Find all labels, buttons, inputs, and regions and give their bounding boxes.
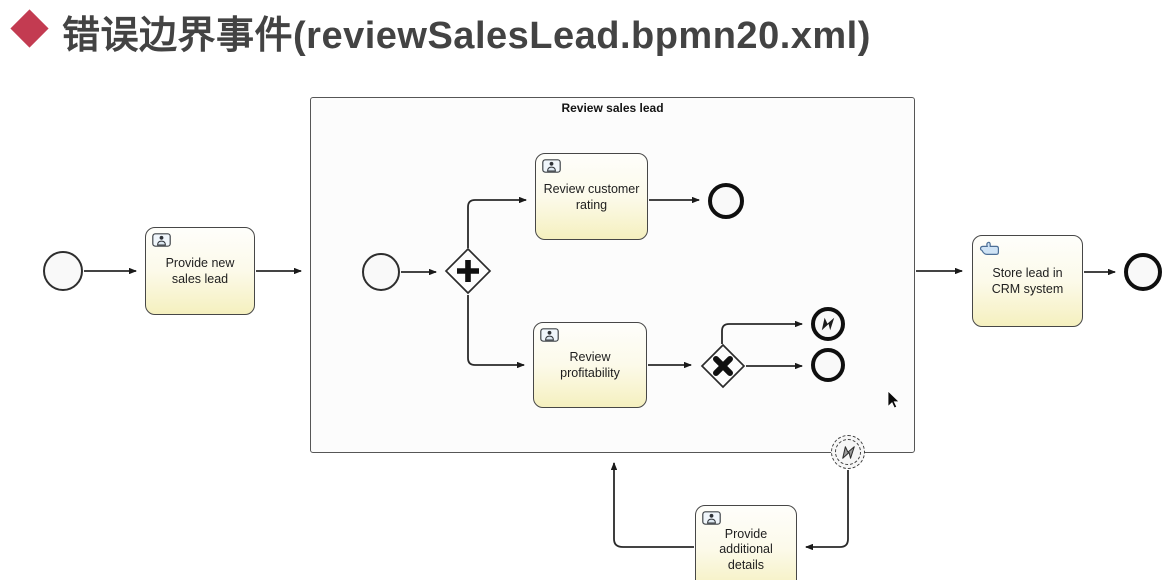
task-label: Store lead in CRM system [991, 266, 1064, 296]
task-provide-new-sales-lead: Provide new sales lead [145, 227, 255, 315]
error-bolt-filled-icon [821, 317, 835, 331]
user-task-icon [542, 159, 561, 173]
task-store-lead-in-crm-system: Store lead in CRM system [972, 235, 1083, 327]
error-bolt-outline-icon [841, 445, 855, 459]
end-event-main [1124, 253, 1162, 291]
parallel-gateway [444, 247, 492, 295]
end-event-rating [708, 183, 744, 219]
error-boundary-event [831, 435, 865, 469]
task-review-customer-rating: Review customer rating [535, 153, 648, 240]
user-task-icon [152, 233, 171, 247]
start-event-main [43, 251, 83, 291]
task-provide-additional-details: Provide additional details [695, 505, 797, 580]
user-task-icon [540, 328, 559, 342]
page-title: 错误边界事件(reviewSalesLead.bpmn20.xml) [62, 15, 871, 57]
error-boundary-inner-circle [835, 439, 861, 465]
user-task-icon [702, 511, 721, 525]
start-event-subprocess [362, 253, 400, 291]
parallel-gateway-icon [444, 247, 492, 295]
task-review-profitability: Review profitability [533, 322, 647, 408]
end-event-profitability [811, 348, 845, 382]
subprocess-label: Review sales lead [561, 101, 664, 115]
task-label: Provide additional details [719, 526, 773, 572]
task-label: Review customer rating [543, 181, 640, 212]
exclusive-gateway-icon [700, 343, 746, 389]
task-label: Review profitability [560, 350, 620, 380]
manual-task-hand-icon [979, 241, 1000, 256]
exclusive-gateway [700, 343, 746, 389]
error-end-event [811, 307, 845, 341]
task-label: Provide new sales lead [165, 256, 235, 286]
